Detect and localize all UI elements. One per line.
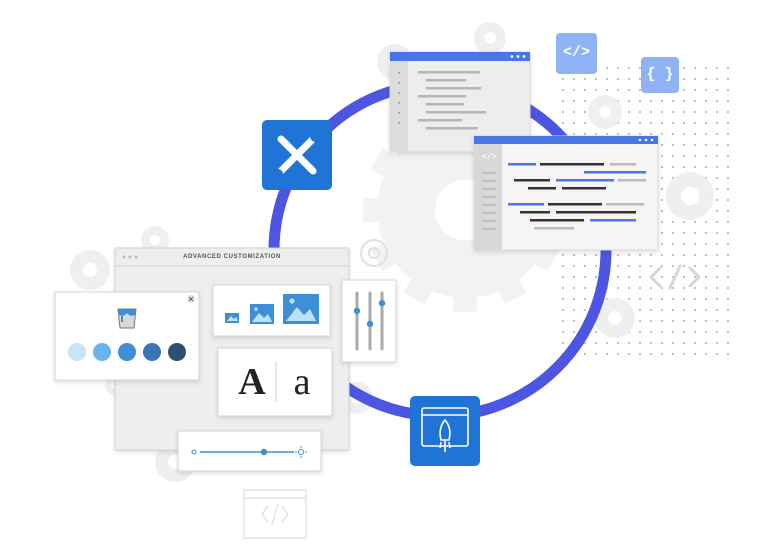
code-editor-window: </> bbox=[473, 135, 659, 251]
outline-gear-icon bbox=[360, 239, 388, 267]
slider-thumb[interactable] bbox=[366, 320, 374, 327]
paint-bucket-icon bbox=[117, 308, 137, 329]
lowercase-font-sample: a bbox=[293, 361, 311, 403]
color-swatch[interactable] bbox=[68, 343, 86, 361]
color-swatch[interactable] bbox=[118, 343, 136, 361]
color-swatch[interactable] bbox=[168, 343, 186, 361]
dim-icon bbox=[191, 449, 197, 455]
faded-code-window bbox=[243, 489, 307, 539]
brightness-slider-card bbox=[177, 430, 322, 472]
color-swatch[interactable] bbox=[93, 343, 111, 361]
svg-text:</>: </> bbox=[482, 153, 497, 162]
close-icon[interactable] bbox=[187, 295, 195, 303]
html-tag-label: </> bbox=[562, 44, 590, 61]
deploy-badge[interactable] bbox=[410, 396, 480, 466]
sun-icon bbox=[295, 446, 307, 458]
code-window-gray bbox=[389, 51, 531, 153]
slider-thumb[interactable] bbox=[353, 307, 361, 315]
html-tag-badge bbox=[556, 33, 597, 74]
rocket-browser-icon bbox=[421, 407, 469, 452]
json-braces-label: { } bbox=[646, 66, 674, 83]
faded-code-tag-icon bbox=[649, 264, 701, 290]
json-braces-badge bbox=[641, 57, 679, 93]
wrench-screwdriver-icon bbox=[277, 135, 317, 175]
color-picker-card bbox=[54, 291, 200, 381]
uppercase-font-sample: A bbox=[238, 361, 266, 403]
slider-thumb[interactable] bbox=[378, 299, 386, 307]
image-icon bbox=[225, 294, 319, 324]
tools-badge[interactable] bbox=[262, 120, 332, 190]
typography-card bbox=[217, 347, 333, 417]
window-title: ADVANCED CUSTOMIZATION bbox=[183, 254, 281, 260]
brightness-thumb[interactable] bbox=[260, 448, 268, 456]
color-swatch[interactable] bbox=[143, 343, 161, 361]
